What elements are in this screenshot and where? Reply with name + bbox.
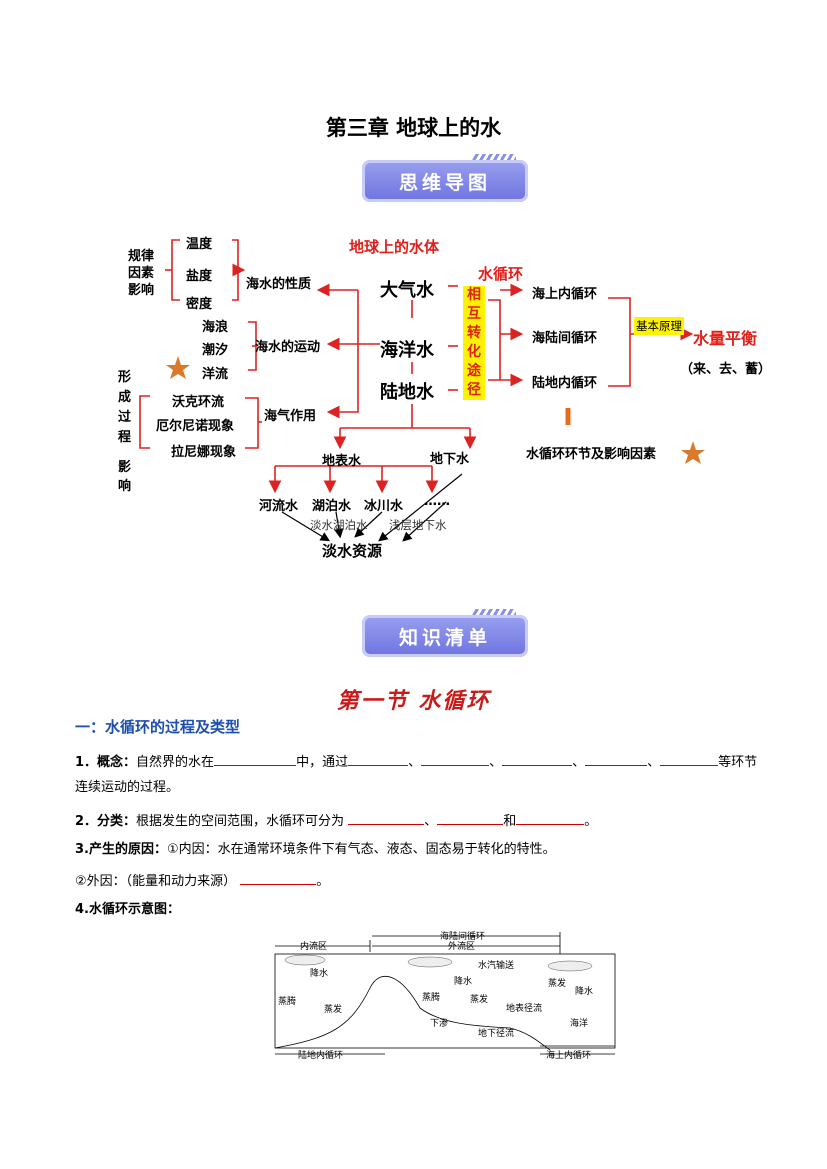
sea-land-cycle-label: 海陆间循环	[440, 930, 485, 942]
svg-text:下渗: 下渗	[430, 1017, 448, 1029]
walker-circulation: 沃克环流	[172, 395, 225, 410]
cycle-land: 陆地内循环	[532, 376, 598, 391]
rule-factor-impact-label: 规律因素影响	[128, 249, 155, 298]
outflow-area: 外流区	[448, 940, 475, 952]
motion-waves: 海浪	[202, 320, 229, 335]
svg-text:地表径流: 地表径流	[506, 1002, 542, 1014]
section-heading: 一：水循环的过程及类型	[75, 718, 241, 736]
river-water: 河流水	[259, 499, 299, 514]
ground-water: 地下水	[430, 452, 470, 467]
factor-temperature: 温度	[186, 237, 213, 252]
svg-text:降水: 降水	[310, 967, 328, 979]
svg-text:降水: 降水	[575, 985, 593, 997]
lake-water: 湖泊水	[312, 499, 352, 514]
star-icon	[166, 356, 190, 379]
factor-salinity: 盐度	[186, 269, 213, 284]
svg-text:蒸腾: 蒸腾	[422, 991, 440, 1003]
cause-external-line: ②外因：（能量和动力来源） 。	[75, 870, 329, 892]
land-water: 陆地水	[380, 382, 434, 403]
svg-text:水汽输送: 水汽输送	[478, 959, 514, 971]
la-nina: 拉尼娜现象	[171, 445, 237, 460]
air-sea-interaction: 海气作用	[264, 409, 317, 424]
star-icon	[681, 441, 705, 464]
svg-text:降水: 降水	[454, 975, 472, 987]
classification-line: 2．分类：根据发生的空间范围，水循环可分为 、和。	[75, 810, 597, 832]
cycle-sea-land: 海陆间循环	[532, 331, 598, 346]
water-balance: 水量平衡	[693, 329, 758, 348]
concept-line: 1．概念：自然界的水在中，通过、、、、等环节	[75, 751, 757, 773]
cause-internal-line: 3.产生的原因：①内因：水在通常环境条件下有气态、液态、固态易于转化的特性。	[75, 842, 556, 857]
formation-process-label: 形成过程	[118, 370, 132, 445]
svg-text:蒸发: 蒸发	[548, 977, 566, 989]
svg-text:蒸发: 蒸发	[470, 993, 488, 1005]
water-cycle-title: 水循环	[478, 265, 524, 283]
svg-text:海洋: 海洋	[570, 1017, 588, 1029]
svg-text:陆地内循环: 陆地内循环	[298, 1049, 343, 1061]
glacier-water: 冰川水	[364, 499, 404, 514]
surface-water: 地表水	[322, 454, 362, 469]
fresh-lake-note: 淡水湖泊水	[310, 518, 368, 532]
impact-label: 影响	[118, 460, 132, 494]
mindmap-connectors	[139, 239, 705, 542]
svg-text:地下径流: 地下径流	[478, 1027, 514, 1039]
inland-area: 内流区	[300, 940, 327, 952]
motion-tides: 潮汐	[202, 343, 229, 358]
seawater-motion: 海水的运动	[255, 340, 321, 355]
knowledge-banner: 知识清单	[362, 615, 528, 657]
basic-principle: 基本原理	[634, 317, 684, 335]
concept-continuation: 连续运动的过程。	[75, 780, 180, 795]
svg-text:蒸发: 蒸发	[324, 1003, 342, 1015]
water-balance-sub: （来、去、蓄）	[680, 362, 772, 377]
shallow-ground-note: 浅层地下水	[389, 518, 447, 532]
water-bodies-title: 地球上的水体	[349, 238, 440, 256]
mindmap-banner: 思维导图	[362, 160, 528, 202]
factor-density: 密度	[186, 297, 213, 312]
el-nino: 厄尔尼诺现象	[156, 419, 235, 434]
more-types: ……	[424, 494, 450, 509]
fresh-water-resources: 淡水资源	[322, 542, 383, 560]
cycle-factors: 水循环环节及影响因素	[526, 447, 657, 462]
seawater-property: 海水的性质	[246, 277, 312, 292]
banner-decoration	[472, 154, 516, 162]
water-cycle-diagram: 内流区 海陆间循环 外流区 降水 水汽输送 降水 降水 蒸腾 蒸发 蒸腾 蒸发 …	[274, 930, 616, 1061]
svg-text:蒸腾: 蒸腾	[278, 995, 296, 1007]
svg-text:海上内循环: 海上内循环	[546, 1049, 591, 1061]
mutual-conversion-label: 相互转化途径	[463, 286, 485, 400]
atmospheric-water: 大气水	[380, 280, 434, 301]
motion-currents: 洋流	[202, 367, 229, 382]
ocean-water: 海洋水	[380, 340, 434, 361]
page-title: 第三章 地球上的水	[325, 116, 502, 140]
diagram-caption: 4.水循环示意图：	[75, 902, 180, 917]
cycle-ocean: 海上内循环	[532, 287, 598, 302]
section-title: 第一节 水循环	[336, 688, 491, 714]
banner-decoration	[472, 609, 516, 617]
